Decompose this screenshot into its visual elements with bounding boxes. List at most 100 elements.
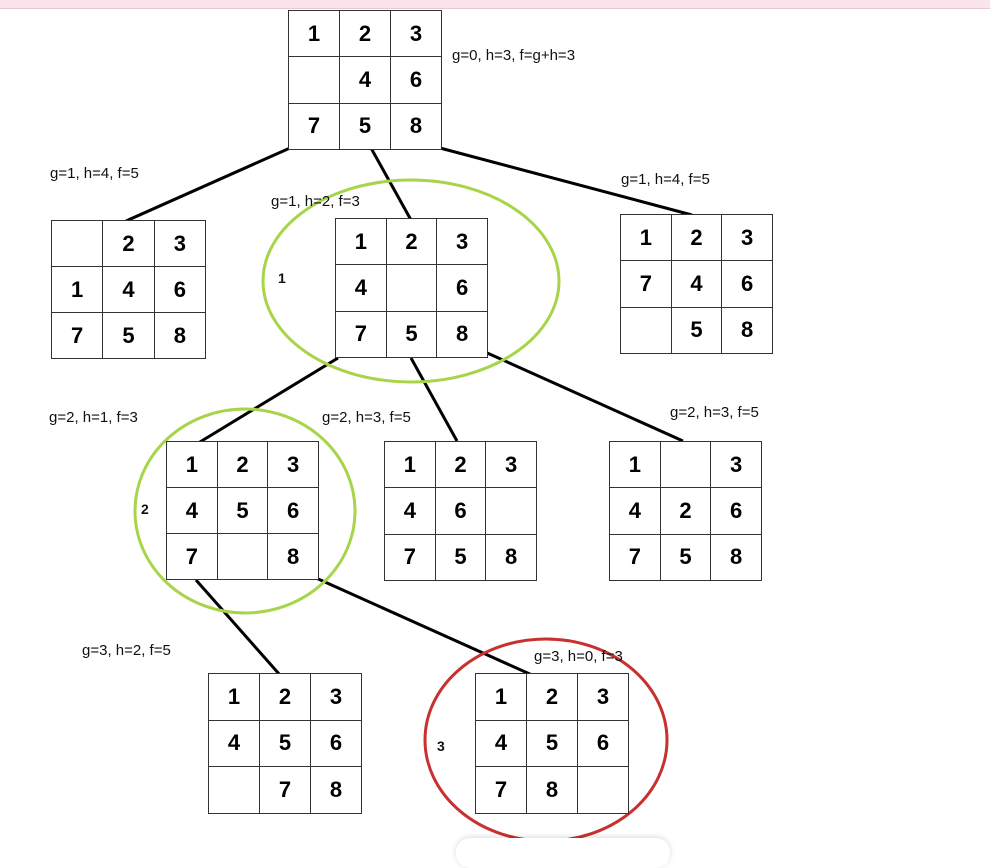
tile: 4 — [336, 265, 387, 312]
tile: 6 — [578, 720, 629, 768]
tile: 1 — [476, 674, 527, 721]
tile: 2 — [340, 11, 391, 58]
tile: 2 — [386, 219, 438, 266]
tile: 1 — [167, 442, 218, 488]
tile: 7 — [621, 261, 672, 308]
tile: 7 — [167, 534, 218, 580]
edge-root-l1-right — [439, 146, 693, 217]
tile: 8 — [154, 313, 206, 359]
tile: 4 — [209, 720, 260, 768]
tile: 5 — [435, 534, 487, 581]
tile: 2 — [435, 442, 487, 489]
tile: 4 — [476, 720, 527, 768]
tile: 4 — [103, 267, 155, 313]
tile: 5 — [660, 534, 712, 581]
tile: 7 — [260, 767, 311, 814]
tile: 6 — [311, 720, 362, 768]
edge-l1mid-l2-mid — [409, 357, 459, 442]
top-bar — [0, 0, 990, 9]
tile: 5 — [103, 313, 155, 359]
tile: 2 — [660, 488, 712, 535]
tile: 5 — [386, 311, 438, 358]
tile: 6 — [435, 488, 487, 535]
tile: 1 — [385, 442, 436, 489]
tile: 3 — [722, 215, 773, 262]
tile: 3 — [268, 442, 319, 488]
tile: 8 — [486, 534, 537, 581]
tile: 6 — [391, 57, 442, 104]
tile: 1 — [610, 442, 661, 489]
tile: 6 — [437, 265, 488, 312]
tile: 8 — [711, 534, 762, 581]
label-l1-mid: g=1, h=2, f=3 — [271, 193, 360, 210]
tile: 6 — [154, 267, 206, 313]
label-l1-right: g=1, h=4, f=5 — [621, 171, 710, 188]
step-marker-1: 1 — [278, 270, 286, 286]
tile: 6 — [722, 261, 773, 308]
tile: 1 — [336, 219, 387, 266]
step-marker-2: 2 — [141, 501, 149, 517]
tile: 2 — [671, 215, 723, 262]
tile-blank — [289, 57, 340, 104]
edge-l2left-l3-right — [315, 576, 533, 677]
step-marker-3: 3 — [437, 738, 445, 754]
label-l1-left: g=1, h=4, f=5 — [50, 165, 139, 182]
edge-root-l1-mid — [369, 147, 413, 221]
tile-blank — [486, 488, 537, 535]
tile: 1 — [621, 215, 672, 262]
tile: 1 — [289, 11, 340, 58]
tile: 5 — [671, 307, 723, 354]
tile: 3 — [311, 674, 362, 721]
tile: 1 — [52, 267, 104, 313]
tile: 4 — [671, 261, 723, 308]
label-l2-left: g=2, h=1, f=3 — [49, 409, 138, 426]
label-l3-left: g=3, h=2, f=5 — [82, 642, 171, 659]
tile: 8 — [722, 307, 773, 354]
tile: 2 — [103, 221, 155, 267]
edge-root-l1-left — [125, 146, 291, 223]
tile: 6 — [711, 488, 762, 535]
tile: 7 — [476, 767, 527, 814]
tile-blank — [660, 442, 712, 489]
tile: 4 — [167, 488, 218, 534]
tile: 8 — [527, 767, 578, 814]
tile: 2 — [217, 442, 269, 488]
tile-blank — [209, 767, 260, 814]
tile-blank — [386, 265, 438, 312]
tile: 8 — [311, 767, 362, 814]
tile-blank — [578, 767, 629, 814]
tile-blank — [52, 221, 104, 267]
tile: 7 — [336, 311, 387, 358]
tile: 3 — [578, 674, 629, 721]
tile: 4 — [340, 57, 391, 104]
tile: 7 — [289, 103, 340, 150]
tile: 3 — [437, 219, 488, 266]
label-l2-mid: g=2, h=3, f=5 — [322, 409, 411, 426]
tile: 4 — [610, 488, 661, 535]
floating-toolbar[interactable] — [456, 838, 670, 868]
tile: 8 — [437, 311, 488, 358]
tile-blank — [621, 307, 672, 354]
tile: 3 — [154, 221, 206, 267]
label-root: g=0, h=3, f=g+h=3 — [452, 47, 576, 64]
tile: 8 — [268, 534, 319, 580]
tile: 3 — [391, 11, 442, 58]
tile: 7 — [385, 534, 436, 581]
tile: 5 — [340, 103, 391, 150]
edge-l1mid-l2-left — [194, 356, 339, 447]
tile: 5 — [260, 720, 311, 768]
tile: 7 — [610, 534, 661, 581]
tile: 7 — [52, 313, 104, 359]
path-circle-1 — [261, 178, 561, 384]
label-l3-right: g=3, h=0, f=3 — [534, 648, 623, 665]
path-circle-2 — [133, 407, 357, 615]
tile: 1 — [209, 674, 260, 721]
edge-l2left-l3-left — [194, 579, 282, 676]
